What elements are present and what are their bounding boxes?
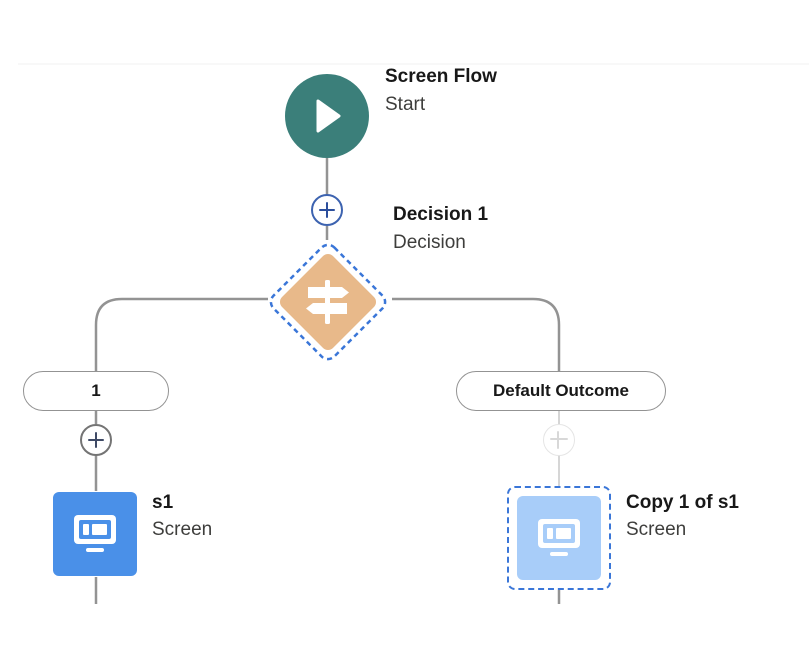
signpost-icon bbox=[306, 280, 349, 324]
outcome-pill-default[interactable]: Default Outcome bbox=[456, 371, 666, 411]
add-element-button-right[interactable] bbox=[543, 424, 575, 456]
outcome-pill-1[interactable]: 1 bbox=[23, 371, 169, 411]
decision-node[interactable] bbox=[258, 232, 398, 372]
play-icon bbox=[316, 99, 341, 133]
monitor-icon bbox=[74, 515, 116, 552]
screen-copy-subtitle: Screen bbox=[626, 519, 687, 540]
decision-title: Decision 1 bbox=[393, 204, 489, 225]
plus-icon bbox=[550, 438, 568, 440]
start-node[interactable] bbox=[285, 74, 369, 158]
screen-element-s1[interactable] bbox=[53, 492, 137, 576]
add-element-button[interactable] bbox=[311, 194, 343, 226]
screen-s1-title: s1 bbox=[152, 492, 174, 513]
connector-branch-right bbox=[392, 297, 561, 372]
start-subtitle: Start bbox=[385, 94, 426, 115]
add-element-button-left[interactable] bbox=[80, 424, 112, 456]
start-title: Screen Flow bbox=[385, 66, 497, 87]
screen-element-copy-1-of-s1[interactable] bbox=[517, 496, 601, 580]
connector-branch-left bbox=[94, 297, 268, 372]
screen-s1-subtitle: Screen bbox=[152, 519, 213, 540]
monitor-icon bbox=[538, 519, 580, 556]
decision-selection-outline bbox=[269, 243, 387, 361]
decision-subtitle: Decision bbox=[393, 232, 466, 253]
copy-selection-outline bbox=[507, 486, 611, 590]
screen-copy-title: Copy 1 of s1 bbox=[626, 492, 739, 513]
